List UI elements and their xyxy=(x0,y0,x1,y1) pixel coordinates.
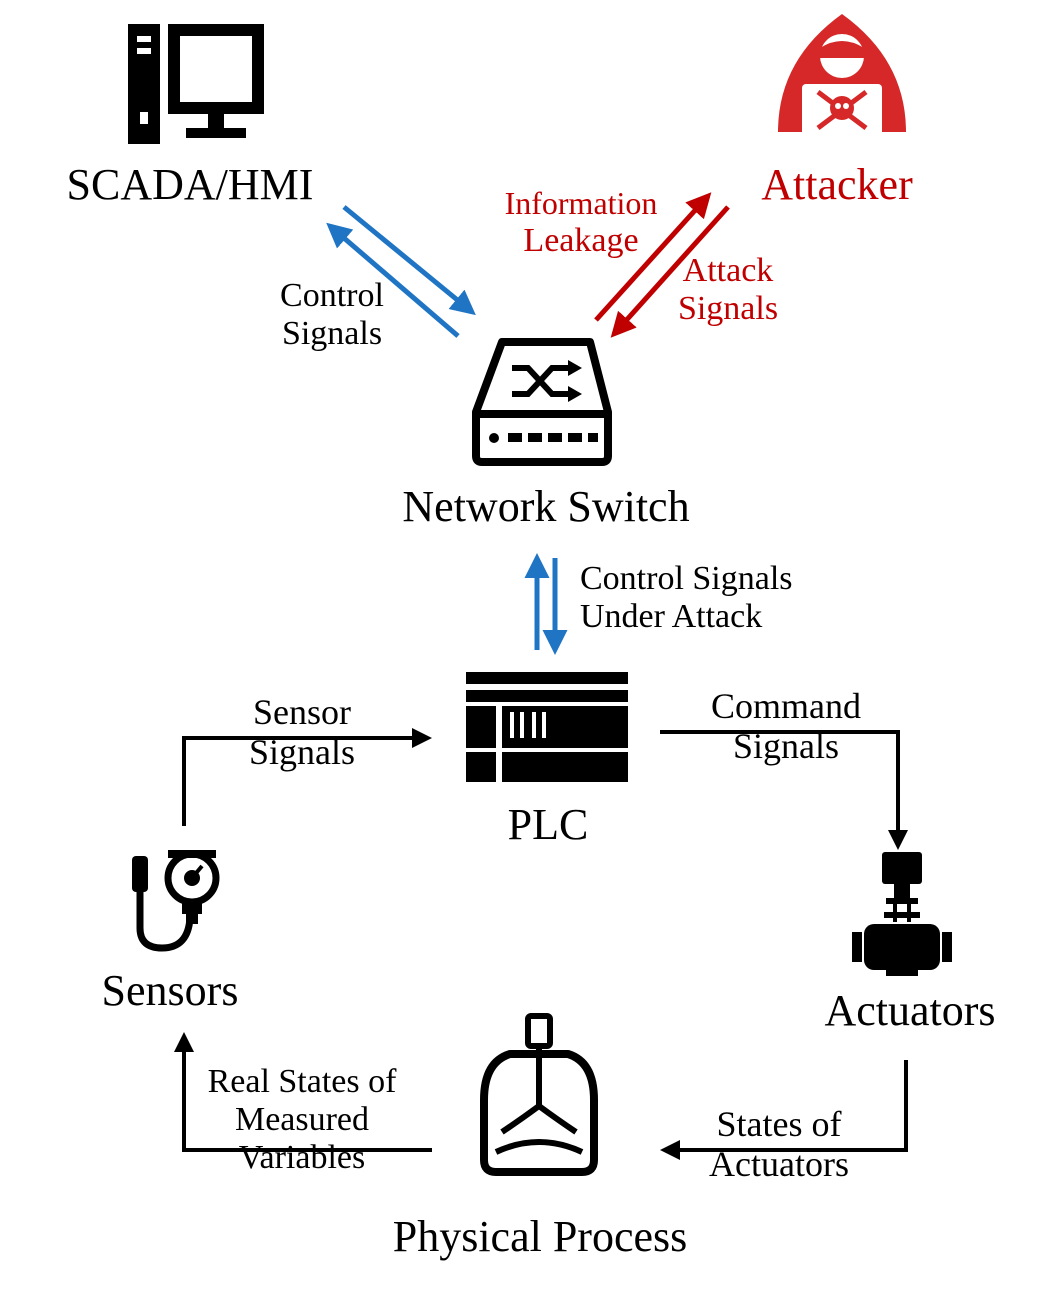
computer-icon xyxy=(128,24,264,144)
real-states-line-1: Real States of xyxy=(207,1063,397,1100)
arrow-scada-to-switch xyxy=(342,205,476,316)
control-under-attack-label: Control Signals Under Attack xyxy=(580,560,793,636)
plc-icon xyxy=(466,672,628,782)
arrow-switch-to-scada xyxy=(326,222,460,338)
valve-actuator-icon xyxy=(852,852,952,976)
command-signals-label: Command Signals xyxy=(684,686,888,767)
attack-signals-label: Attack Signals xyxy=(664,252,792,328)
hacker-icon xyxy=(778,14,906,136)
attack-signals-line-2: Signals xyxy=(677,290,779,328)
real-states-label: Real States of Measured Variables xyxy=(194,1063,410,1177)
information-leakage-line-1: Information xyxy=(504,185,658,221)
real-states-line-2: Measured xyxy=(234,1101,370,1139)
scada-label: SCADA/HMI xyxy=(66,160,314,209)
control-under-attack-line-2: Under Attack xyxy=(580,598,763,636)
sensor-signals-line-2: Signals xyxy=(248,732,355,773)
arrow-sensor-signals xyxy=(182,728,432,826)
arrow-real-states xyxy=(174,1032,432,1152)
plc-label: PLC xyxy=(507,800,589,849)
real-states-line-3: Variables xyxy=(238,1139,366,1177)
network-switch-icon xyxy=(472,338,612,466)
sensors-label: Sensors xyxy=(101,966,239,1015)
sensor-signals-line-1: Sensor xyxy=(253,692,351,732)
information-leakage-label: Information Leakage xyxy=(490,185,672,260)
control-under-attack-line-1: Control Signals xyxy=(580,560,793,597)
arrow-attack-signals xyxy=(610,205,730,338)
network-switch-label: Network Switch xyxy=(402,482,690,531)
pressure-sensor-icon xyxy=(132,850,220,952)
arrow-states-of-actuators xyxy=(660,1060,908,1160)
arrow-command-signals xyxy=(660,730,908,850)
command-signals-line-2: Signals xyxy=(732,726,839,767)
control-signals-line-2: Signals xyxy=(281,315,383,353)
actuators-label: Actuators xyxy=(824,986,996,1035)
states-of-actuators-line-2: Actuators xyxy=(709,1144,849,1185)
reactor-vessel-icon xyxy=(480,1013,598,1176)
attack-signals-line-1: Attack xyxy=(682,252,774,289)
control-signals-label: Control Signals xyxy=(252,277,412,353)
control-signals-line-1: Control xyxy=(280,277,384,314)
sensor-signals-label: Sensor Signals xyxy=(222,692,382,773)
states-of-actuators-line-1: States of xyxy=(716,1104,842,1144)
information-leakage-line-2: Leakage xyxy=(523,221,639,259)
arrow-information-leakage xyxy=(594,192,712,322)
physical-process-label: Physical Process xyxy=(392,1212,688,1261)
command-signals-line-1: Command xyxy=(711,686,861,726)
states-of-actuators-label: States of Actuators xyxy=(686,1104,872,1185)
attacker-label: Attacker xyxy=(761,160,913,209)
